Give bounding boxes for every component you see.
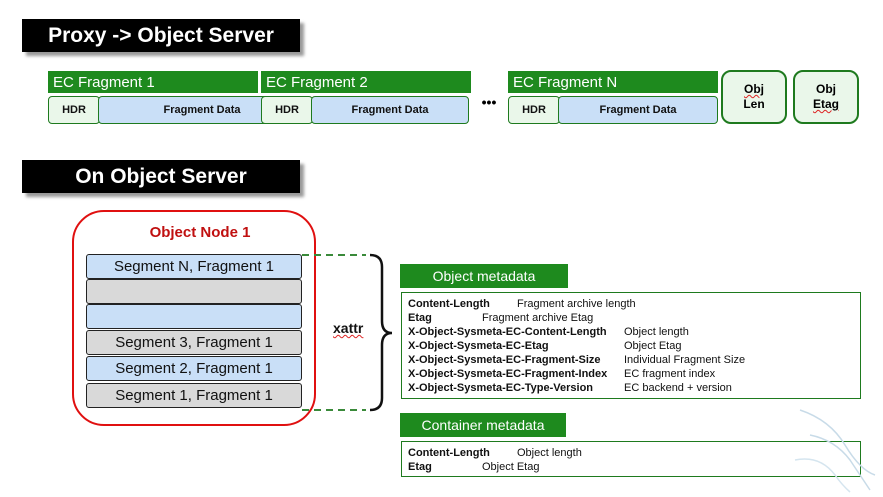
segment-empty-blue [86,304,302,329]
segment-1-fragment-1: Segment 1, Fragment 1 [86,383,302,408]
obj-len-line2: Len [743,97,765,111]
metadata-value: Fragment archive Etag [482,312,594,324]
container-metadata-title: Container metadata [400,413,566,437]
curly-brace [369,253,393,412]
ec-fragment-2: EC Fragment 2 HDR Fragment Data [261,71,471,125]
ec-fragment-title: EC Fragment 2 [261,71,471,93]
metadata-value: EC fragment index [624,368,716,380]
object-node [72,210,316,426]
obj-etag-line2: Etag [812,97,839,111]
proxy-to-object-server-banner: Proxy -> Object Server [22,19,300,52]
metadata-key: X-Object-Sysmeta-EC-Content-Length [408,326,607,338]
fragment-data-cell: Fragment Data [311,96,469,124]
metadata-key: X-Object-Sysmeta-EC-Fragment-Size [408,354,601,366]
metadata-row: X-Object-Sysmeta-EC-Type-Version EC backe… [408,381,732,395]
metadata-key: Content-Length [408,298,490,310]
hdr-cell: HDR [508,96,560,124]
metadata-value: Object length [517,447,582,459]
metadata-value: Object length [624,326,689,338]
metadata-key: X-Object-Sysmeta-EC-Type-Version [408,382,594,394]
obj-etag-line1: Obj [816,82,836,96]
metadata-row: Content-Length Fragment archive length [408,297,636,311]
obj-etag-box: Obj Etag [793,70,859,124]
metadata-value: Object Etag [482,461,540,473]
metadata-key: X-Object-Sysmeta-EC-Etag [408,340,549,352]
obj-len-line1: Obj [744,82,764,96]
metadata-key: Etag [408,461,432,473]
segment-empty-gray [86,279,302,304]
metadata-row: X-Object-Sysmeta-EC-Content-Length Object… [408,325,689,339]
metadata-row: Etag Fragment archive Etag [408,311,593,325]
metadata-row: Content-Length Object length [408,446,582,460]
obj-len-box: Obj Len [721,70,787,124]
ec-fragment-title: EC Fragment 1 [48,71,258,93]
metadata-value: EC backend + version [624,382,732,394]
object-metadata-title: Object metadata [400,264,568,288]
segment-n-fragment-1: Segment N, Fragment 1 [86,254,302,279]
on-object-server-banner: On Object Server [22,160,300,193]
object-node-title: Object Node 1 [149,224,251,241]
metadata-key: Content-Length [408,447,490,459]
ec-fragment-title: EC Fragment N [508,71,718,93]
ec-fragment-1: EC Fragment 1 HDR Fragment Data [48,71,306,125]
container-metadata-box: Content-Length Object length Etag Object E… [401,441,861,477]
metadata-row: X-Object-Sysmeta-EC-Fragment-Index EC fra… [408,367,715,381]
metadata-key: X-Object-Sysmeta-EC-Fragment-Index [408,368,608,380]
metadata-value: Fragment archive length [517,298,636,310]
metadata-row: X-Object-Sysmeta-EC-Fragment-Size Individ… [408,353,745,367]
segment-3-fragment-1: Segment 3, Fragment 1 [86,330,302,355]
metadata-row: Etag Object Etag [408,460,539,474]
metadata-row: X-Object-Sysmeta-EC-Etag Object Etag [408,339,681,353]
xattr-label: xattr [333,320,364,336]
metadata-key: Etag [408,312,432,324]
ec-fragment-n: EC Fragment N HDR Fragment Data [508,71,718,125]
object-metadata-box: Content-Length Fragment archive length Et… [401,292,861,399]
hdr-cell: HDR [48,96,100,124]
metadata-value: Object Etag [624,340,682,352]
metadata-value: Individual Fragment Size [624,354,746,366]
xattr-brace-connector [302,253,393,412]
hdr-cell: HDR [261,96,313,124]
fragment-data-cell: Fragment Data [558,96,718,124]
segment-2-fragment-1: Segment 2, Fragment 1 [86,356,302,381]
ellipsis: ••• [481,94,497,110]
decorative-swirl [794,409,876,493]
